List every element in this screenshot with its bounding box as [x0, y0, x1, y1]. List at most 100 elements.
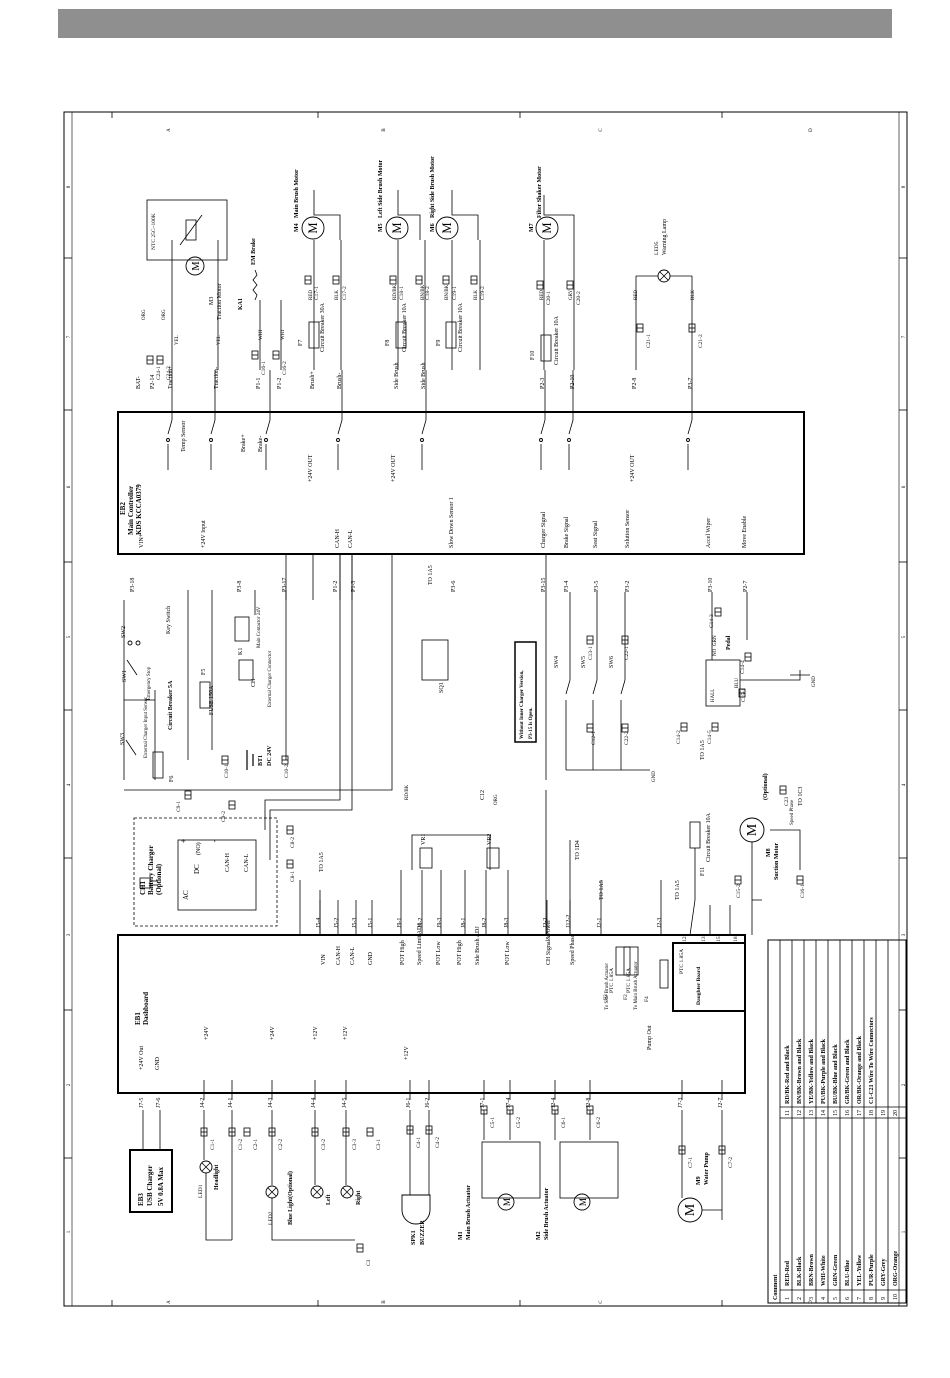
connector-label: C10-2	[284, 764, 290, 778]
battery-charger-title: Battery Charger	[147, 845, 155, 895]
pedal-pin: HALL	[711, 689, 716, 702]
breaker-id: F8	[385, 340, 391, 346]
buzzer-spk1	[401, 1194, 431, 1225]
wire-color-label: BLK	[691, 290, 696, 300]
connector-label: C12	[480, 790, 486, 800]
dashboard-signal-label: +12V	[404, 1046, 410, 1060]
to-label: TO 1D4	[575, 840, 581, 860]
wire-color-label: BN/BK	[421, 284, 426, 300]
controller-terminal	[420, 438, 424, 442]
fuse-f3	[615, 946, 631, 976]
grid-row-letter: B	[382, 128, 387, 132]
breaker-id: F7	[298, 340, 304, 346]
breaker-id: F5	[201, 669, 207, 675]
fuse-label: PTC 1.85A	[626, 968, 632, 993]
breaker-f6	[152, 751, 164, 779]
legend-number: 20	[893, 1110, 899, 1116]
charger-sensor-switch	[125, 739, 137, 756]
legend-number: 6	[845, 1297, 851, 1300]
controller-signal-label: Brake-	[258, 436, 264, 452]
connector-label: C9-1	[176, 801, 182, 812]
traction-motor-m3-glyph: M	[191, 261, 202, 270]
ntc-sensor-box	[146, 199, 228, 261]
controller-signal-label: Brake Signal	[564, 517, 570, 548]
battery-charger-ac: AC	[182, 890, 190, 900]
main-controller-id: EB2	[119, 502, 127, 515]
battery-charger-dc: DC	[193, 864, 201, 874]
legend-number: 4	[821, 1297, 827, 1300]
grid-col-number: 3	[67, 933, 72, 936]
breaker-id: F6	[169, 776, 175, 782]
pedal-pin: NO	[713, 648, 718, 656]
battery-charger-canl: CAN-L	[244, 853, 250, 872]
motor-id: M1	[458, 1231, 464, 1240]
ground-label: GND	[652, 771, 657, 782]
pot-id: VR1	[421, 834, 427, 845]
dashboard-pin-label: J2-7	[718, 1098, 724, 1108]
daughter-board-pin: J18	[733, 936, 739, 944]
connector-label: C18-1	[399, 286, 405, 300]
dashboard-pin-label: J5-4	[316, 918, 322, 928]
water-pump-m9-glyph: M	[682, 1204, 697, 1216]
connector-label: C8-2	[290, 837, 296, 848]
grid-col-number: 5	[902, 635, 907, 638]
motor-name: Main Brush Actuator	[466, 1185, 472, 1240]
inner-charger-note-box	[514, 641, 537, 743]
connector-label: C16-2	[282, 361, 288, 375]
wire	[205, 1173, 232, 1241]
lamp-label: Left	[326, 1194, 332, 1205]
wire-color-label: WHI	[281, 330, 286, 340]
controller-signal-label: Solution Sensor	[625, 510, 631, 548]
pedal-label: Pedal	[726, 635, 732, 650]
controller-pin-label: P1-2	[277, 378, 283, 389]
grid-row-letter: C	[599, 128, 604, 132]
controller-switch	[337, 419, 343, 435]
controller-switch	[210, 419, 216, 435]
side-brush-actuator-m2-glyph: M	[578, 1198, 588, 1206]
legend-number: 17	[857, 1110, 863, 1116]
controller-pin-label: P3-7	[688, 378, 694, 389]
lamp-id: LED5	[654, 241, 660, 255]
legend-color-name: RED-Red	[785, 1260, 791, 1286]
right-side-brush-motor-m6	[435, 216, 459, 240]
controller-signal-label: Slow Down Sensor 1	[449, 497, 455, 548]
dashboard-pin-label: J7-3	[678, 1098, 684, 1108]
minus-sign: -	[210, 839, 219, 842]
grid-col-number: 1	[67, 1230, 72, 1233]
controller-pin-label: P2-14	[150, 375, 156, 389]
legend-number: 14	[821, 1110, 827, 1116]
potentiometer-vr1	[419, 847, 433, 869]
breaker-label: Circuit Breaker 30A	[320, 302, 326, 352]
battery-id: BT1	[258, 755, 264, 766]
controller-signal-label: Seat Signal	[593, 521, 599, 548]
switch-id: SW6	[609, 656, 615, 668]
controller-switch	[167, 419, 173, 435]
fuse-note: To Main Brush Actuator	[634, 961, 639, 1010]
dashboard-signal-label: Speed Phase	[570, 935, 576, 965]
controller-signal-label: VIN+	[139, 533, 145, 548]
dashboard-signal-label: POT High	[457, 940, 463, 965]
wire-can	[264, 555, 341, 830]
legend-number: 2	[797, 1297, 803, 1300]
wire-color-label: RD/BK	[405, 784, 410, 800]
dashboard-pin-label: J5-3	[352, 918, 358, 928]
switch-id: SW5	[581, 656, 587, 668]
controller-pin-label: P3-8	[237, 581, 243, 592]
legend-number: 13	[809, 1110, 815, 1116]
motor-id: M4	[294, 223, 300, 232]
legend-number: 16	[845, 1110, 851, 1116]
controller-signal-label: +24V OUT	[308, 454, 314, 482]
legend-number: 12	[797, 1110, 803, 1116]
wire-color-label: ORG	[142, 309, 147, 320]
to-label: TO 1A5	[428, 565, 434, 585]
wire-can	[269, 555, 353, 860]
wire-color-label: BLK	[474, 290, 479, 300]
ntc-label: NTC 25C~100K	[151, 213, 157, 250]
motor-name: Right Side Brush Motor	[430, 156, 436, 218]
lamp-id: LED2	[268, 1211, 274, 1225]
lamp-id: LED1	[198, 1184, 204, 1198]
dashboard-pin-label: J9-3	[437, 918, 443, 928]
grid-col-number: 2	[902, 1083, 907, 1086]
wire	[123, 699, 155, 780]
dashboard-signal-label: +24V	[270, 1026, 276, 1040]
